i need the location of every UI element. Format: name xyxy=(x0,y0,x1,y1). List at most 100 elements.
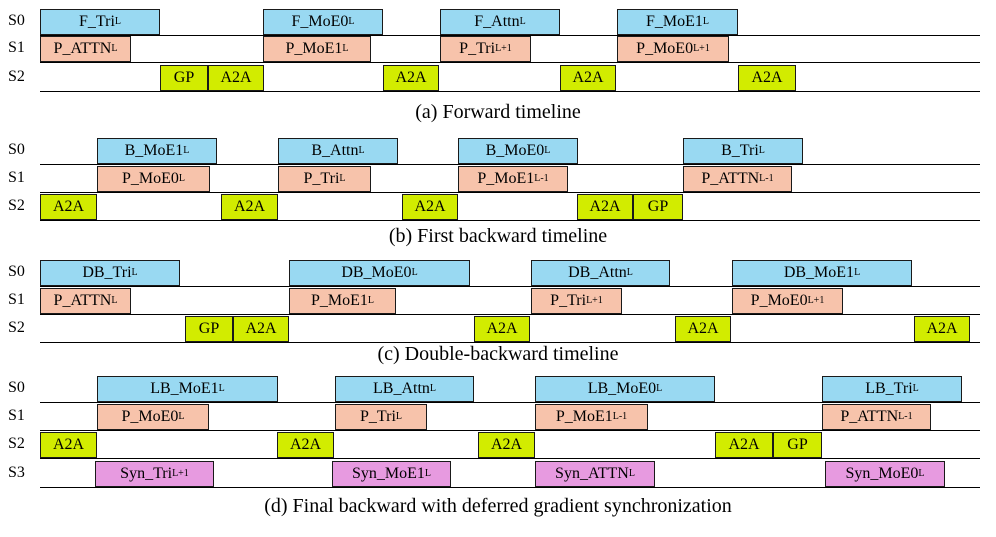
block-label: GP xyxy=(173,69,195,86)
stream-label-s1: S1 xyxy=(8,407,25,424)
block-label: P_ATTN xyxy=(840,408,899,425)
block-label: P_MoE0 xyxy=(750,292,808,309)
block-label: GP xyxy=(647,198,669,215)
block-label: A2A xyxy=(728,436,760,453)
block-label: A2A xyxy=(589,198,621,215)
stream-baseline xyxy=(40,220,980,221)
timeline-block-a2a: A2A xyxy=(738,65,796,91)
timeline-block-a2a: A2A xyxy=(40,194,97,220)
timeline-block-a2a: A2A xyxy=(577,194,633,220)
stream-baseline xyxy=(40,487,980,488)
stream-baseline xyxy=(40,286,980,287)
block-label: DB_MoE0 xyxy=(341,264,412,281)
block-label: A2A xyxy=(233,198,266,215)
block-label: A2A xyxy=(486,320,518,337)
timeline-block-a2a: A2A xyxy=(715,432,773,458)
block-label: F_MoE0 xyxy=(291,13,349,30)
timeline-block-gp: GP xyxy=(160,65,208,91)
timeline-block-a2a: A2A xyxy=(233,316,289,342)
block-label: P_Tri xyxy=(550,292,587,309)
block-label: LB_MoE1 xyxy=(150,380,219,397)
block-label: F_Attn xyxy=(474,13,520,30)
block-label: P_MoE1 xyxy=(310,292,368,309)
block-label: A2A xyxy=(395,69,427,86)
block-label: A2A xyxy=(687,320,719,337)
stream-label-s2: S2 xyxy=(8,319,25,336)
block-label: B_Attn xyxy=(311,142,359,159)
block-label: B_MoE0 xyxy=(485,142,545,159)
block-label: A2A xyxy=(52,436,85,453)
block-label: A2A xyxy=(289,436,322,453)
block-label: P_MoE1 xyxy=(285,40,343,57)
block-label: Syn_ATTN xyxy=(555,465,629,482)
panel-caption: (a) Forward timeline xyxy=(415,101,581,123)
stream-baseline xyxy=(40,91,980,92)
stream-label-s0: S0 xyxy=(8,263,25,280)
block-label: P_MoE1 xyxy=(477,170,535,187)
block-label: Syn_MoE0 xyxy=(845,465,919,482)
stream-baseline xyxy=(40,35,980,36)
block-label: B_Tri xyxy=(721,142,759,159)
block-label: GP xyxy=(787,436,808,453)
block-label: A2A xyxy=(52,198,85,215)
block-label: LB_Tri xyxy=(865,380,913,397)
block-label: Syn_MoE1 xyxy=(351,465,425,482)
timeline-block-a2a: A2A xyxy=(478,432,535,458)
stream-label-s2: S2 xyxy=(8,197,25,214)
block-label: DB_Tri xyxy=(82,264,132,281)
block-label: GP xyxy=(198,320,220,337)
block-label: A2A xyxy=(220,69,252,86)
stream-baseline xyxy=(40,430,980,431)
stream-label-s1: S1 xyxy=(8,169,25,186)
block-label: LB_Attn xyxy=(373,380,430,397)
block-label: P_MoE0 xyxy=(121,408,179,425)
stream-baseline xyxy=(40,458,980,459)
timeline-block-a2a: A2A xyxy=(402,194,458,220)
stream-label-s0: S0 xyxy=(8,12,25,29)
stream-label-s0: S0 xyxy=(8,141,25,158)
block-label: P_Tri xyxy=(303,170,340,187)
block-label: P_ATTN xyxy=(53,40,112,57)
stream-baseline xyxy=(40,314,980,315)
block-label: DB_Attn xyxy=(568,264,627,281)
block-label: P_Tri xyxy=(360,408,396,425)
panel-caption: (b) First backward timeline xyxy=(388,225,608,247)
stream-baseline xyxy=(40,342,980,343)
stream-label-s1: S1 xyxy=(8,291,25,308)
panel-caption: (c) Double-backward timeline xyxy=(377,343,619,365)
block-label: DB_MoE1 xyxy=(783,264,855,281)
block-label: F_MoE1 xyxy=(645,13,703,30)
timeline-block-a2a: A2A xyxy=(914,316,970,342)
block-label: P_ATTN xyxy=(701,170,760,187)
stream-label-s2: S2 xyxy=(8,68,25,85)
panel-caption: (d) Final backward with deferred gradien… xyxy=(264,495,732,517)
